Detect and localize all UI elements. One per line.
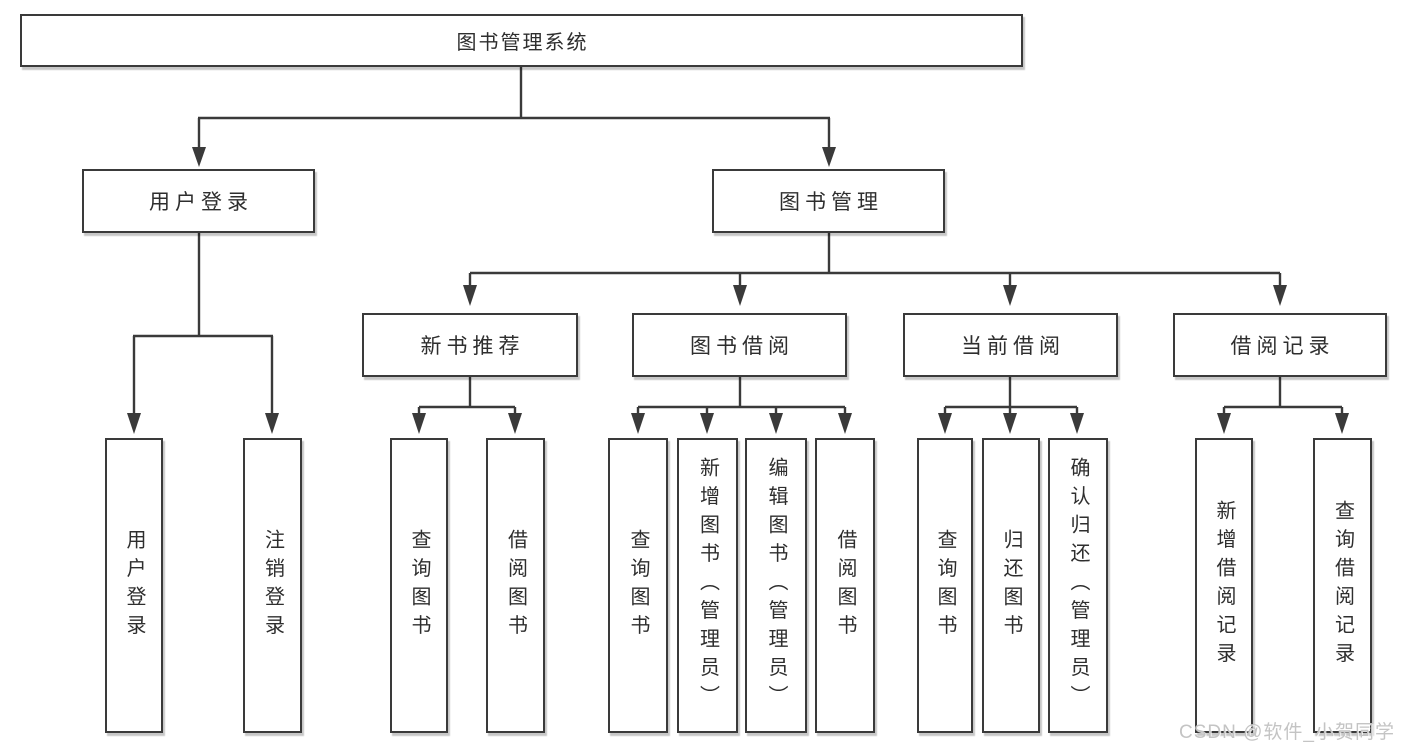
node-book-management: 图书管理 — [712, 169, 945, 233]
node-label: 借阅图书 — [504, 528, 527, 643]
leaf-logout-login: 注销登录 — [243, 438, 302, 733]
node-book-borrowing: 图书借阅 — [632, 313, 847, 377]
leaf-user-login: 用户登录 — [105, 438, 163, 733]
leaf-borrow-books-recommend: 借阅图书 — [486, 438, 545, 733]
node-label: 查询借阅记录 — [1331, 500, 1354, 671]
node-library-management-system: 图书管理系统 — [20, 14, 1023, 67]
node-label: 查询图书 — [408, 528, 430, 643]
leaf-query-books-recommend: 查询图书 — [390, 438, 448, 733]
node-label: 归还图书 — [1000, 528, 1022, 643]
leaf-query-books-current: 查询图书 — [917, 438, 973, 733]
leaf-query-books-borrowing: 查询图书 — [608, 438, 668, 733]
node-label: 确认归还（管理员） — [1067, 457, 1089, 714]
node-label: 图书管理系统 — [456, 32, 589, 54]
leaf-query-borrow-record: 查询借阅记录 — [1313, 438, 1372, 733]
node-label: 新增图书（管理员） — [696, 457, 719, 714]
node-borrowing-records: 借阅记录 — [1173, 313, 1387, 377]
node-label: 新书推荐 — [420, 335, 525, 358]
node-label: 借阅图书 — [834, 528, 856, 643]
node-label: 图书借阅 — [690, 335, 794, 358]
node-label: 编辑图书（管理员） — [765, 457, 787, 714]
leaf-confirm-return-admin: 确认归还（管理员） — [1048, 438, 1108, 733]
node-label: 新增借阅记录 — [1213, 500, 1235, 671]
node-new-book-recommendation: 新书推荐 — [362, 313, 578, 377]
node-label: 当前借阅 — [961, 335, 1065, 358]
node-label: 查询图书 — [627, 528, 649, 643]
node-current-borrowing: 当前借阅 — [903, 313, 1118, 377]
node-user-login: 用户登录 — [82, 169, 315, 233]
node-label: 用户登录 — [149, 191, 253, 214]
leaf-add-borrow-record: 新增借阅记录 — [1195, 438, 1253, 733]
leaf-return-books: 归还图书 — [982, 438, 1040, 733]
leaf-add-books-admin: 新增图书（管理员） — [677, 438, 738, 733]
node-label: 图书管理 — [779, 191, 883, 214]
node-label: 用户登录 — [123, 528, 145, 643]
leaf-edit-books-admin: 编辑图书（管理员） — [745, 438, 807, 733]
leaf-borrow-books: 借阅图书 — [815, 438, 875, 733]
node-label: 注销登录 — [261, 528, 284, 643]
node-label: 查询图书 — [934, 528, 956, 643]
node-label: 借阅记录 — [1230, 335, 1335, 358]
csdn-watermark: CSDN @软件_小贺同学 — [1179, 722, 1395, 743]
